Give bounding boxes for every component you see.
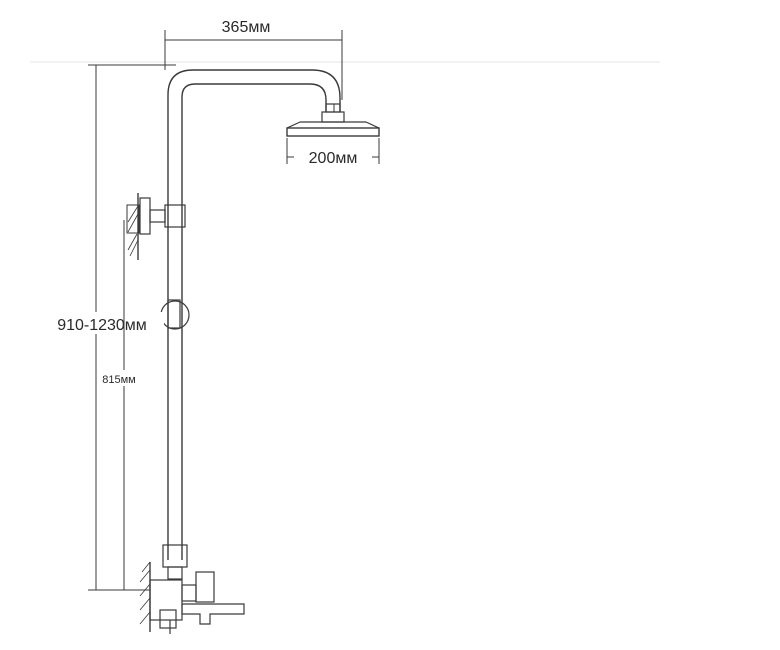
upper-wall-bracket xyxy=(126,193,186,260)
bath-spout xyxy=(181,603,245,625)
mixer-handle xyxy=(195,571,215,603)
height-dimension-label: 910-1230мм xyxy=(57,317,147,334)
slide-holder xyxy=(160,299,190,330)
width-dimension-label: 365мм xyxy=(222,19,271,36)
diverter xyxy=(162,544,188,580)
shower-head xyxy=(286,103,380,137)
head-dimension-label: 200мм xyxy=(309,150,358,167)
mixer-height-dimension-label: 815мм xyxy=(102,374,135,386)
lower-wall-mount xyxy=(139,561,151,632)
mixer-body xyxy=(149,579,197,634)
height-dimension: 910-1230мм xyxy=(40,64,176,591)
head-dimension: 200мм xyxy=(286,138,380,167)
width-dimension: 365мм xyxy=(164,19,343,100)
mixer-height-dimension: 815мм xyxy=(97,220,143,590)
riser-pipe xyxy=(167,69,341,560)
